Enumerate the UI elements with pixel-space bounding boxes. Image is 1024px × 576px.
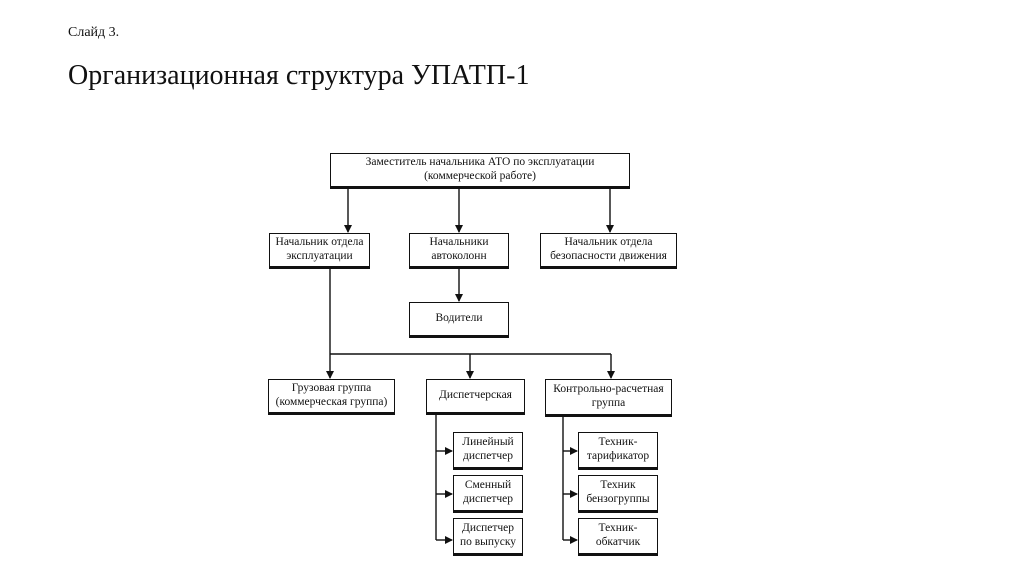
node-column-heads: Начальники автоколонн — [409, 233, 509, 269]
node-ops-head: Начальник отдела эксплуатации — [269, 233, 370, 269]
node-cargo-group: Грузовая группа (коммерческая группа) — [268, 379, 395, 415]
node-tech-runin-label: Техник- обкатчик — [595, 522, 641, 548]
node-ops-head-label: Начальник отдела эксплуатации — [275, 236, 364, 262]
node-tech-tariff-label: Техник- тарификатор — [586, 436, 650, 462]
node-control-group: Контрольно-расчетная группа — [545, 379, 672, 417]
node-deputy: Заместитель начальника АТО по эксплуатац… — [330, 153, 630, 189]
node-drivers: Водители — [409, 302, 509, 338]
node-shift-dispatcher: Сменный диспетчер — [453, 475, 523, 513]
node-column-heads-label: Начальники автоколонн — [429, 236, 489, 262]
node-shift-dispatcher-label: Сменный диспетчер — [462, 479, 514, 505]
node-tech-fuel-label: Техник бензогруппы — [586, 479, 650, 505]
node-deputy-label: Заместитель начальника АТО по эксплуатац… — [365, 156, 595, 182]
node-drivers-label: Водители — [435, 312, 483, 325]
node-line-dispatcher-label: Линейный диспетчер — [462, 436, 514, 462]
node-release-dispatcher-label: Диспетчер по выпуску — [459, 522, 517, 548]
node-tech-fuel: Техник бензогруппы — [578, 475, 658, 513]
node-tech-tariff: Техник- тарификатор — [578, 432, 658, 470]
node-tech-runin: Техник- обкатчик — [578, 518, 658, 556]
node-control-group-label: Контрольно-расчетная группа — [553, 383, 664, 409]
node-dispatch: Диспетчерская — [426, 379, 525, 415]
node-safety-head-label: Начальник отдела безопасности движения — [550, 236, 667, 262]
node-dispatch-label: Диспетчерская — [439, 389, 512, 402]
slide-number: Слайд 3. — [68, 25, 120, 40]
node-cargo-group-label: Грузовая группа (коммерческая группа) — [275, 382, 388, 408]
node-safety-head: Начальник отдела безопасности движения — [540, 233, 677, 269]
node-line-dispatcher: Линейный диспетчер — [453, 432, 523, 470]
slide-title: Организационная структура УПАТП-1 — [68, 60, 530, 91]
node-release-dispatcher: Диспетчер по выпуску — [453, 518, 523, 556]
